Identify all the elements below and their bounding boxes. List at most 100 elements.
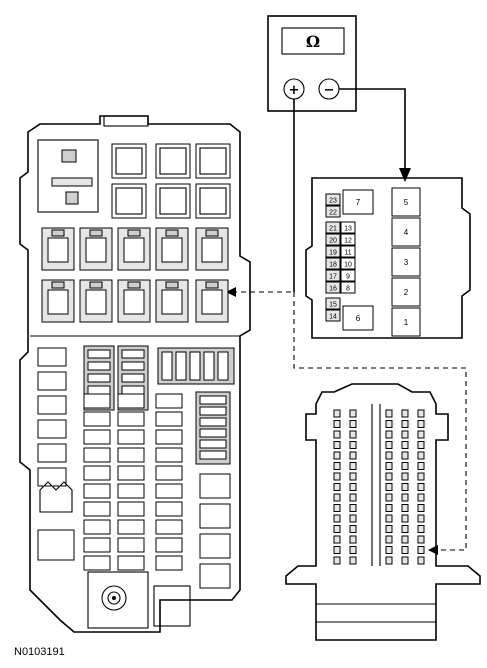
fuse-slot — [83, 393, 111, 409]
fuse-slot — [155, 465, 183, 481]
rear-pin — [401, 556, 409, 565]
pin-2-label: 2 — [404, 288, 409, 297]
fuse-slot — [155, 555, 183, 571]
fuse-slot — [37, 443, 67, 463]
small-pin — [325, 245, 341, 258]
mini-fuse — [199, 450, 227, 460]
connector-face: 7 6 5 4 3 2 1 23222120191817161514131211… — [305, 177, 471, 339]
connector-socket-latch — [127, 229, 141, 237]
rear-pin — [385, 514, 393, 523]
pin-6-label: 6 — [356, 314, 361, 323]
rear-pin — [333, 535, 341, 544]
maxi-fuse-slot — [199, 503, 231, 529]
connector-socket-inner — [123, 289, 145, 315]
rear-pin — [417, 483, 425, 491]
rear-pin — [333, 493, 341, 502]
maxi-fuse-slot — [199, 563, 231, 589]
mini-fuse — [199, 428, 227, 438]
rear-pin — [349, 493, 357, 502]
small-pin — [325, 257, 341, 270]
rear-pin — [401, 546, 409, 554]
rear-pin — [385, 409, 393, 418]
fuse-box — [19, 115, 251, 633]
mini-fuse — [203, 351, 215, 381]
fuse-slot — [83, 483, 111, 499]
small-pin-label: 15 — [329, 302, 337, 309]
rear-pin — [349, 409, 357, 418]
mini-fuse — [199, 395, 227, 405]
rear-pin — [385, 430, 393, 439]
figure-id: N0103191 — [14, 646, 65, 658]
connector-socket-latch — [51, 281, 65, 289]
small-pin-label: 17 — [329, 274, 337, 281]
connector-socket-inner — [161, 237, 183, 263]
bottom-small-relay — [153, 585, 191, 627]
rear-pin — [401, 535, 409, 544]
fuse-slot — [117, 447, 145, 463]
fuse-slot — [117, 555, 145, 571]
rear-pin — [401, 420, 409, 428]
rear-pin — [401, 441, 409, 449]
rear-pin — [417, 556, 425, 565]
connector-socket-latch — [205, 229, 219, 237]
rear-pin — [333, 514, 341, 523]
fuse-slot — [83, 555, 111, 571]
rear-pin — [417, 409, 425, 418]
fuse-slot — [83, 519, 111, 535]
rear-pin — [401, 430, 409, 439]
pin-5-label: 5 — [404, 198, 409, 207]
mini-fuse — [87, 385, 111, 395]
relay — [111, 183, 147, 219]
rear-pin — [333, 430, 341, 439]
fuse-slot — [117, 411, 145, 427]
connector-socket-latch — [165, 229, 179, 237]
rear-pin — [349, 462, 357, 470]
small-pin — [325, 193, 341, 206]
small-pin — [325, 269, 341, 282]
small-pin — [325, 281, 341, 294]
rear-pin — [349, 535, 357, 544]
maxi-fuse-slot — [199, 473, 231, 499]
rear-pin — [349, 441, 357, 449]
fuse-slot — [155, 519, 183, 535]
small-pin-label: 9 — [346, 274, 350, 281]
rear-pin — [401, 493, 409, 502]
rear-pin — [349, 472, 357, 481]
rear-pin — [401, 472, 409, 481]
fuse-slot — [117, 483, 145, 499]
callout-arrow-fusebox — [226, 287, 236, 297]
pin-2 — [391, 277, 421, 307]
fuse-slot — [155, 393, 183, 409]
rear-pin — [401, 462, 409, 470]
pin-3-label: 3 — [404, 258, 409, 267]
rear-pin — [349, 451, 357, 460]
fuse-slot — [37, 467, 67, 487]
pin-6 — [342, 305, 374, 331]
rear-pin — [333, 472, 341, 481]
connector-socket-inner — [201, 237, 223, 263]
fuse-slot — [83, 537, 111, 553]
small-pin-label: 21 — [329, 226, 337, 233]
terminal-stud-center — [112, 596, 116, 600]
relay — [155, 143, 191, 179]
small-pin — [325, 221, 341, 234]
top-relay-grid — [111, 143, 231, 219]
connector-socket-latch — [51, 229, 65, 237]
mini-fuse — [199, 439, 227, 449]
rear-pin — [417, 441, 425, 449]
rear-pin — [385, 483, 393, 491]
terminal-stud — [101, 585, 127, 611]
rear-pin — [333, 483, 341, 491]
mini-fuse — [217, 351, 229, 381]
small-pin — [340, 221, 356, 234]
rear-pin — [333, 451, 341, 460]
fuse-slot — [155, 429, 183, 445]
pin-1 — [391, 307, 421, 337]
rear-pin — [385, 420, 393, 428]
connector-socket-inner — [161, 289, 183, 315]
fuse-slot — [155, 483, 183, 499]
rear-pin — [349, 420, 357, 428]
ohmmeter-display-text: Ω — [306, 32, 320, 51]
fuse-slot — [155, 501, 183, 517]
